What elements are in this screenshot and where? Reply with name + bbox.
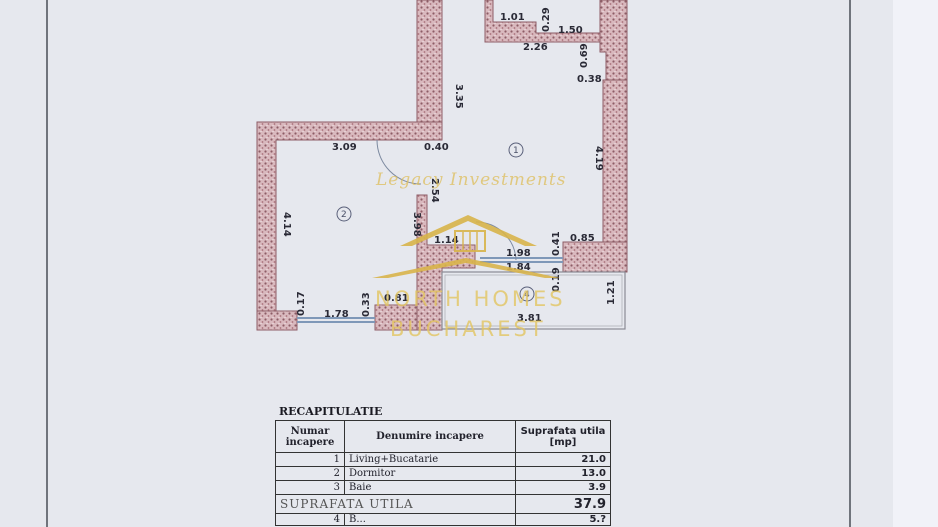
svg-text:3.09: 3.09 [332,142,357,153]
watermark-script: Legacy Investments [376,170,567,190]
walls [256,0,628,331]
frame-border-right [849,0,851,527]
header-room-number: Numar incapere [275,420,345,453]
svg-text:0.69: 0.69 [579,43,590,68]
room-label-2: 2 [341,210,347,220]
wall-right-low [562,241,628,273]
svg-text:2.26: 2.26 [523,42,548,53]
room-labels: 1 2 4 [336,142,535,302]
total-row: SUPRAFATA UTILA 37.9 [275,494,611,514]
wall-top-bath [484,0,601,43]
room-label-1: 1 [513,146,519,156]
svg-text:2.54: 2.54 [429,178,440,203]
total-value: 37.9 [515,494,611,514]
house-logo-icon [372,215,560,278]
balcony-outline [441,271,626,330]
room-marker-2 [336,206,352,222]
svg-text:0.38: 0.38 [577,74,602,85]
svg-text:3.35: 3.35 [453,84,464,109]
total-label: SUPRAFATA UTILA [275,494,516,514]
svg-text:1.84: 1.84 [506,262,531,273]
table-row: 2 Dormitor 13.0 [275,466,611,481]
svg-text:1.14: 1.14 [434,235,459,246]
svg-text:4.19: 4.19 [593,146,604,171]
svg-text:0.33: 0.33 [361,292,372,317]
svg-text:0.19: 0.19 [551,267,562,292]
watermark-line-2: BUCHAREST [390,317,546,341]
wall-center-vertical [416,0,443,141]
table-row-cut: 4 B... 5.? [275,513,611,526]
windows [297,257,563,323]
room-marker-1 [508,142,524,158]
svg-text:0.29: 0.29 [541,7,552,32]
recap-table: Numar incapere Denumire incapere Suprafa… [275,420,611,526]
svg-text:1.78: 1.78 [324,309,349,320]
recap-header-row: Numar incapere Denumire incapere Suprafa… [275,420,611,453]
svg-text:0.41: 0.41 [551,231,562,256]
svg-text:0.85: 0.85 [570,233,595,244]
wall-bedroom-bottom-left [256,310,298,331]
page-edge [893,0,938,527]
watermark-line-1: NORTH HOMES [375,287,566,311]
recap-title: RECAPITULATIE [279,405,383,418]
header-area: Suprafata utila [mp] [515,420,611,453]
svg-text:1.21: 1.21 [606,280,617,305]
svg-text:0.81: 0.81 [384,293,409,304]
dimension-labels: 1.01 0.29 1.50 2.26 0.69 0.38 3.35 3.09 … [281,7,617,324]
svg-text:1.01: 1.01 [500,12,525,23]
svg-text:3.81: 3.81 [517,313,542,324]
header-room-name: Denumire incapere [344,420,516,453]
wall-top-right [599,0,628,81]
svg-text:3.98: 3.98 [411,212,422,237]
svg-text:0.17: 0.17 [296,291,307,316]
svg-text:1.98: 1.98 [506,248,531,259]
svg-text:1.50: 1.50 [558,25,583,36]
frame-border-left [46,0,48,527]
door-swing-bedroom [376,139,422,185]
room-label-4: 4 [524,290,530,300]
table-row: 1 Living+Bucatarie 21.0 [275,452,611,467]
svg-text:4.14: 4.14 [281,212,292,237]
svg-text:0.40: 0.40 [424,142,449,153]
room-marker-4 [519,286,535,302]
table-row: 3 Baie 3.9 [275,480,611,495]
